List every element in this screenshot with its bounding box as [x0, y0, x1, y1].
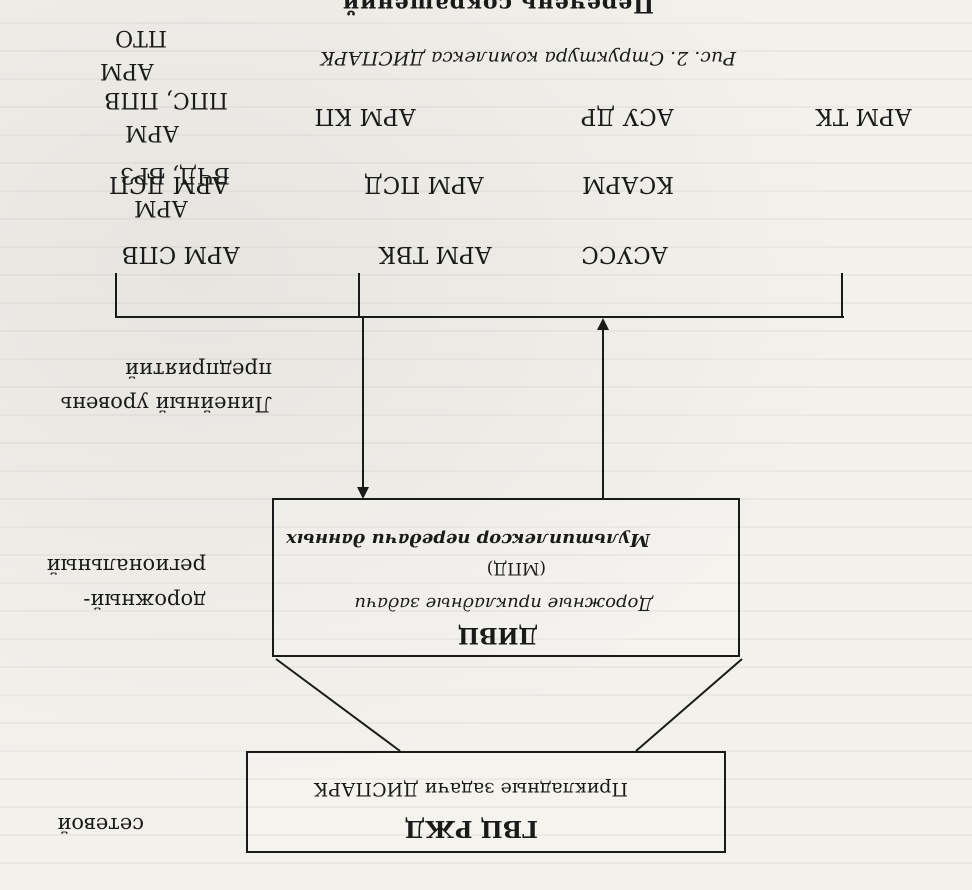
gvc-subtitle: Прикладные задачи ДИСПАРК [313, 778, 628, 800]
gvc-divc-link-right [275, 658, 401, 752]
mpd-abbreviation: (МПД) [486, 558, 546, 578]
gvc-box: ГВЦ РЖД Прикладные задачи ДИСПАРК [246, 751, 726, 853]
figure-caption: Рис. 2. Структура комплекса ДИСПАРК [319, 47, 736, 69]
gvc-divc-link-left [635, 658, 743, 752]
mpd-full-name: Мультиплексор передачи данных [285, 529, 650, 550]
subsystem-asuss: АСУСС [581, 241, 668, 267]
divc-subtitle: Дорожные прикладные задачи [354, 593, 653, 614]
divc-box: ДИВЦ Дорожные прикладные задачи (МПД) Му… [272, 498, 740, 657]
subsystem-ksarm: КСАРМ [582, 171, 674, 197]
level-linear-label: Линейный уровень предприятий [60, 358, 272, 416]
divc-title: ДИВЦ [457, 622, 538, 648]
subsystem-arm-psd: АРМ ПСД [363, 171, 484, 197]
subsystem-asu-dr: АСУ ДР [580, 103, 674, 129]
section-heading: Перечень сокращений [341, 0, 654, 17]
gvc-title: ГВЦ РЖД [404, 815, 538, 842]
level-network-label: сетевой [57, 813, 144, 837]
subsystem-arm-pto-block: АРМ ПТО [100, 0, 182, 120]
subsystem-arm-kp: АРМ КП [314, 103, 416, 129]
level-road-regional-label: дорожный- региональный [46, 554, 206, 613]
subsystem-arm-pto-text: АРМ ПТО [100, 25, 167, 83]
subsystem-arm-tk: АРМ ТК [815, 103, 912, 129]
subsystem-arm-tvk: АРМ ТВК [378, 241, 492, 267]
